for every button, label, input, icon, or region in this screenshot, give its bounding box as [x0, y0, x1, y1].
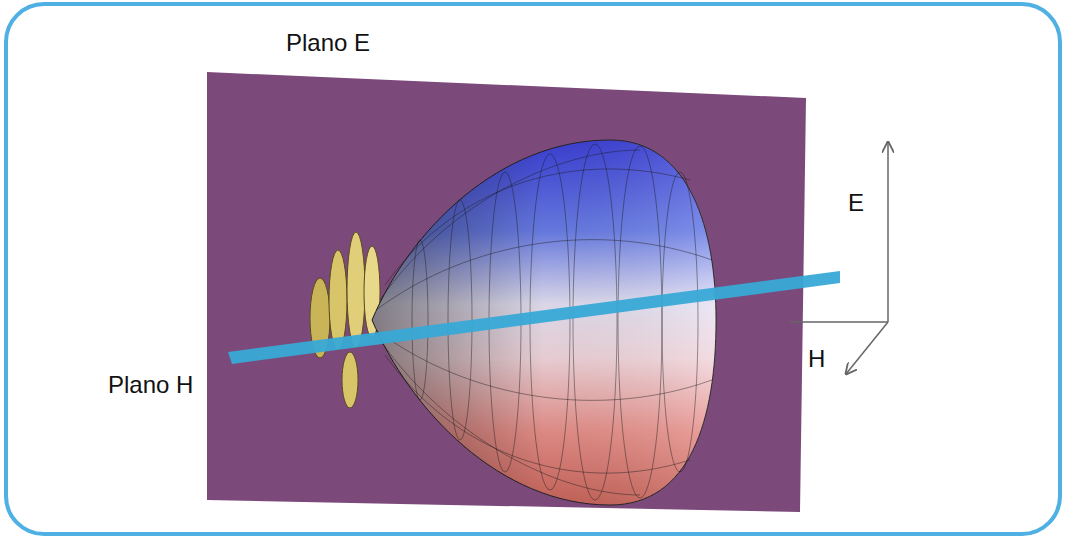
plane-title: Plano H: [108, 372, 193, 398]
side-lobes: [310, 232, 380, 408]
field-label: E: [848, 190, 864, 216]
h-plane: [228, 271, 840, 364]
plane-title: Plano E: [286, 30, 370, 56]
field-label: H: [808, 346, 825, 372]
field-axes: [790, 142, 888, 374]
frame: [6, 4, 1060, 534]
main-lobe: [372, 140, 716, 505]
